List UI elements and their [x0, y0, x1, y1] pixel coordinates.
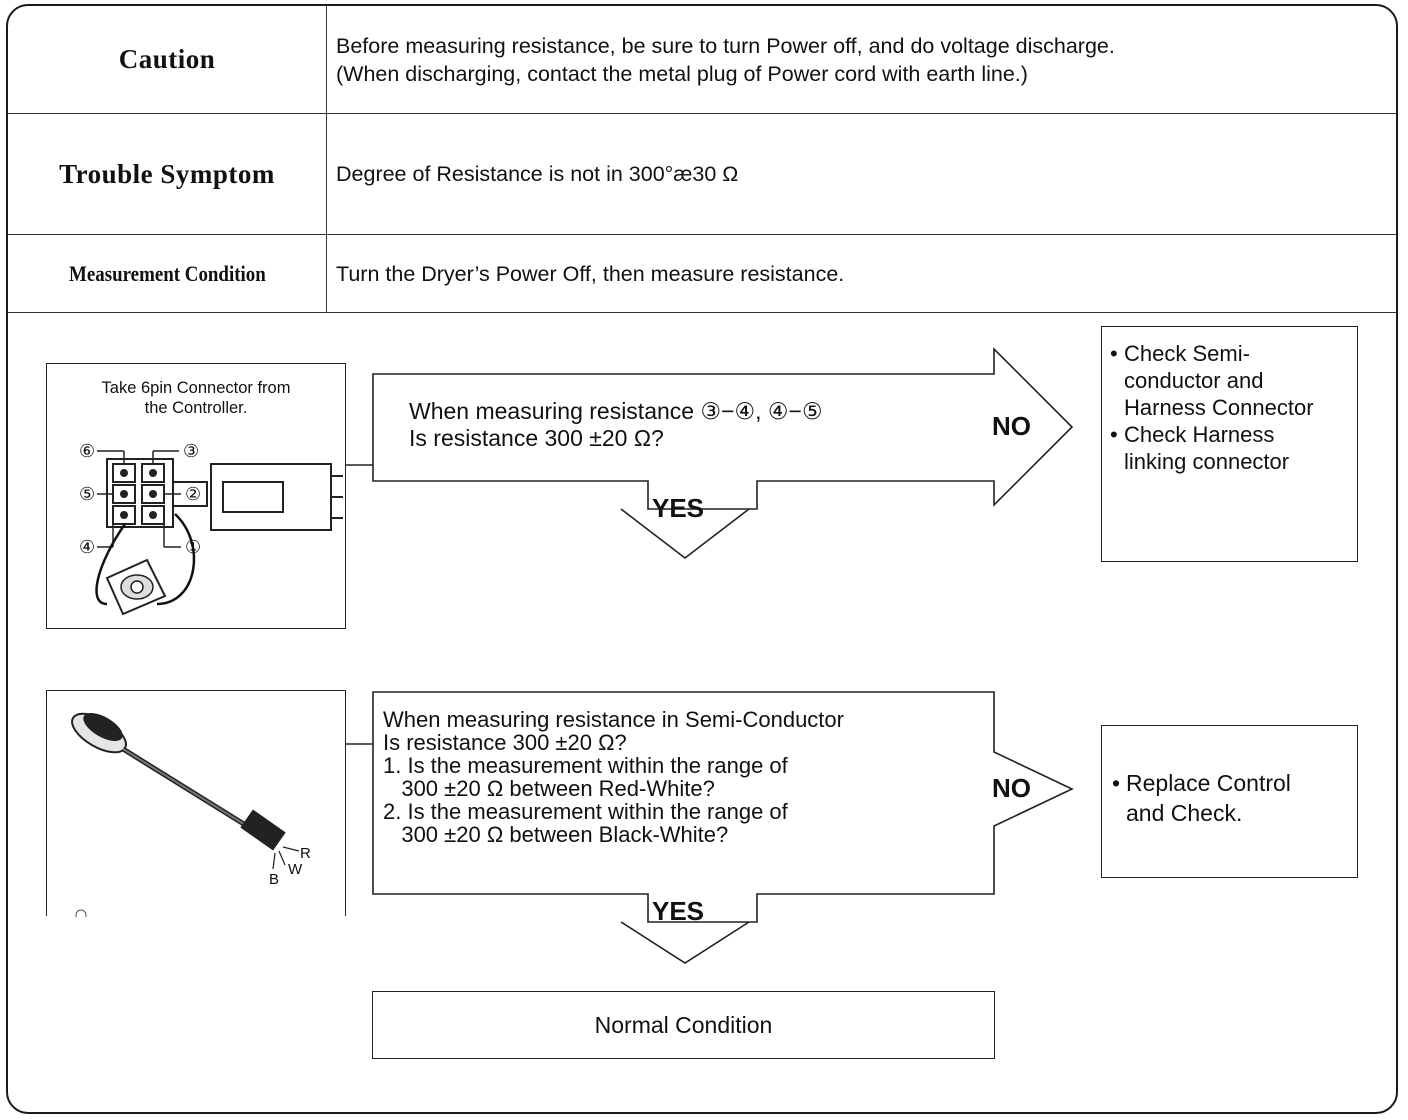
- caution-heading-cell: Caution: [8, 6, 327, 113]
- result-item-1: • Check Semi- conductor and Harness Conn…: [1110, 341, 1314, 420]
- pin-1-label: ①: [185, 537, 202, 557]
- caution-line-2: (When discharging, contact the metal plu…: [336, 61, 1028, 86]
- pin-5-label: ⑤: [79, 484, 96, 504]
- step2-question: When measuring resistance in Semi-Conduc…: [383, 708, 844, 846]
- condition-heading-cell: Measurement Condition: [8, 235, 327, 312]
- photo-caption-line-1: Take 6pin Connector from: [101, 379, 291, 397]
- normal-condition-text: Normal Condition: [594, 1011, 773, 1038]
- symptom-text: Degree of Resistance is not in 300°æ30 Ω: [336, 162, 739, 186]
- result-replace-line-1: Replace Control: [1126, 770, 1291, 796]
- step1-no-label: NO: [992, 411, 1031, 441]
- step1-question: When measuring resistance ③−④, ④−⑤ Is re…: [409, 398, 823, 452]
- step1-question-line-2: Is resistance 300 ±20 Ω?: [409, 425, 664, 451]
- result-replace-line-2: and Check.: [1126, 800, 1243, 826]
- semiconductor-photo: R W B: [46, 690, 346, 917]
- connector-photo: Take 6pin Connector from the Controller.: [46, 363, 346, 629]
- step1-question-shape: [372, 347, 1074, 510]
- symptom-text-cell: Degree of Resistance is not in 300°æ30 Ω: [336, 114, 1376, 234]
- measurement-condition-row: Measurement Condition Turn the Dryer’s P…: [8, 235, 1396, 313]
- wire-label-b: B: [269, 871, 280, 888]
- result-item-1-line-3: Harness Connector: [1124, 395, 1314, 420]
- step2-question-line-1: When measuring resistance in Semi-Conduc…: [383, 707, 844, 732]
- step1-yes-arrow: [620, 508, 750, 560]
- pin-4-label: ④: [79, 537, 96, 557]
- photo-caption-line-2: the Controller.: [144, 399, 248, 417]
- flowchart-lines: [346, 347, 1074, 964]
- result-item-1-line-1: Check Semi-: [1124, 341, 1250, 366]
- semiconductor-illustration: [71, 712, 300, 917]
- condition-text: Turn the Dryer’s Power Off, then measure…: [336, 261, 845, 286]
- caution-title: Caution: [118, 44, 216, 74]
- step2-yes-label: YES: [652, 896, 705, 926]
- caution-row: Caution Before measuring resistance, be …: [8, 6, 1396, 114]
- step2-question-line-2: Is resistance 300 ±20 Ω?: [383, 730, 627, 755]
- step1-result-box: • Check Semi- conductor and Harness Conn…: [1101, 326, 1358, 562]
- pin-2-label: ②: [185, 484, 202, 504]
- step2-no-label: NO: [992, 773, 1031, 803]
- result-item-1-line-2: conductor and: [1124, 368, 1264, 393]
- result-item-2-line-1: Check Harness: [1124, 422, 1275, 447]
- condition-title: Measurement Condition: [68, 260, 266, 286]
- result-item-replace: • Replace Control and Check.: [1112, 770, 1291, 826]
- normal-condition-box: Normal Condition: [372, 991, 995, 1059]
- pin-6-label: ⑥: [79, 441, 96, 461]
- pin-3-label: ③: [183, 441, 200, 461]
- step2-question-line-5: 2. Is the measurement within the range o…: [383, 799, 788, 824]
- step2-result-box: • Replace Control and Check.: [1101, 725, 1358, 878]
- caution-text-cell: Before measuring resistance, be sure to …: [336, 6, 1376, 113]
- connector-illustration: [95, 450, 343, 616]
- troubleshooting-sheet: Caution Before measuring resistance, be …: [6, 4, 1398, 1114]
- symptom-title: Trouble Symptom: [59, 158, 275, 189]
- result-item-2-line-2: linking connector: [1124, 449, 1290, 474]
- step1-question-line-1: When measuring resistance ③−④, ④−⑤: [409, 398, 823, 424]
- step2-question-shape: [372, 691, 1074, 923]
- condition-text-cell: Turn the Dryer’s Power Off, then measure…: [336, 235, 1376, 312]
- wire-label-r: R: [300, 845, 311, 862]
- caution-line-1: Before measuring resistance, be sure to …: [336, 33, 1115, 58]
- symptom-heading-cell: Trouble Symptom: [8, 114, 327, 234]
- wire-label-w: W: [288, 861, 303, 878]
- step2-question-line-6: 300 ±20 Ω between Black-White?: [383, 822, 729, 847]
- step1-yes-label: YES: [652, 493, 705, 523]
- step2-question-line-3: 1. Is the measurement within the range o…: [383, 753, 788, 778]
- result-item-2: • Check Harness linking connector: [1110, 422, 1290, 474]
- step2-yes-arrow: [620, 921, 750, 964]
- step2-question-line-4: 300 ±20 Ω between Red-White?: [383, 776, 715, 801]
- trouble-symptom-row: Trouble Symptom Degree of Resistance is …: [8, 114, 1396, 235]
